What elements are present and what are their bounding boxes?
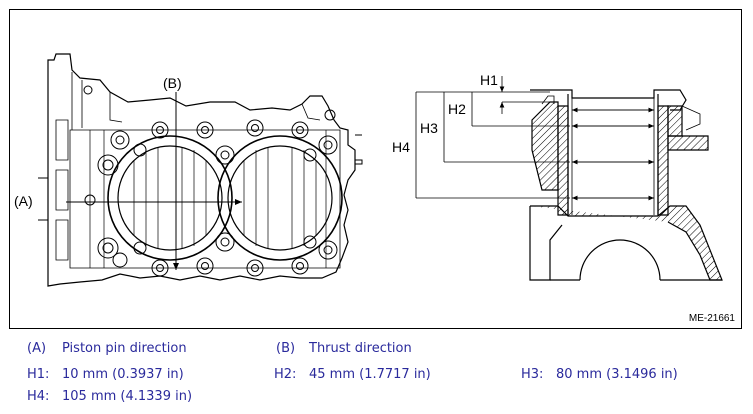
legend-h2-value: 45 mm (1.7717 in) [309,367,431,382]
legend-a-key: (A) [27,341,47,356]
legend-h3-key: H3: [521,367,544,382]
legend-b-key: (B) [276,341,296,356]
legend-h1-key: H1: [27,367,50,382]
block-top-view [38,53,363,287]
cylinder-cross-section [529,89,723,281]
legend-h3-value: 80 mm (3.1496 in) [556,367,678,382]
legend-h4-key: H4: [27,389,50,404]
height-dimension-lines [415,76,570,199]
callout-h1: H1 [480,72,498,88]
legend-a-text: Piston pin direction [62,341,187,356]
callout-h2: H2 [448,101,466,117]
callout-b: (B) [163,75,182,91]
figure-code: ME-21661 [688,313,735,324]
bore-hatching [133,147,317,249]
legend-h1-value: 10 mm (0.3937 in) [62,367,184,382]
measurement-lines [572,107,654,201]
legend-h4-value: 105 mm (4.1339 in) [62,389,193,404]
diagram-figure: (B) (A) H1 H2 H3 H4 ME-21661 [9,9,742,329]
callout-a: (A) [14,193,33,209]
cylinder-block-drawing [38,53,723,287]
callout-h3: H3 [420,120,438,136]
legend-h2-key: H2: [274,367,297,382]
legend-b-text: Thrust direction [309,341,412,356]
callout-h4: H4 [392,139,410,155]
